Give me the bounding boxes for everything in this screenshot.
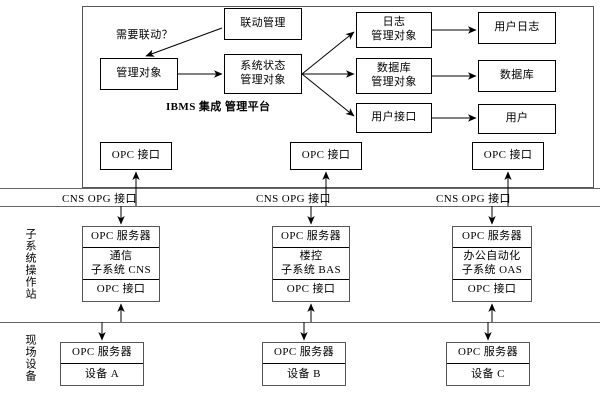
platform-opc-interface-2-label: OPC 接口 <box>301 149 351 162</box>
device-c-name-label: 设备 C <box>471 367 505 380</box>
subsystem-cns-server-label: OPC 服务器 <box>91 230 151 243</box>
bus-label-2: CNS OPG 接口 <box>256 193 331 205</box>
device-a-name-label: 设备 A <box>84 367 120 380</box>
subsystem-oas-interface-label: OPC 接口 <box>467 283 517 296</box>
device-c[interactable]: OPC 服务器 设备 C <box>446 342 530 386</box>
platform-caption-line2: 管理平台 <box>224 101 271 113</box>
bus-line-top <box>0 188 600 189</box>
subsystem-cns[interactable]: OPC 服务器 通信 子系统 CNS OPC 接口 <box>82 226 160 302</box>
box-db-object-line1: 数据库 <box>376 62 412 75</box>
box-linkage-manager[interactable]: 联动管理 <box>224 8 302 40</box>
platform-opc-interface-1[interactable]: OPC 接口 <box>100 142 172 170</box>
device-b-server: OPC 服务器 <box>263 343 345 365</box>
subsystem-bas-name: 楼控 子系统 BAS <box>273 248 349 280</box>
subsystem-oas-name-line1: 办公自动化 <box>463 249 521 262</box>
box-user-interface[interactable]: 用户接口 <box>356 103 432 133</box>
box-user-log-label: 用户日志 <box>494 21 540 34</box>
subsystem-cns-name: 通信 子系统 CNS <box>83 248 159 280</box>
device-c-server-label: OPC 服务器 <box>458 346 518 359</box>
platform-caption-line1: IBMS 集成 <box>166 101 222 113</box>
box-log-object-line1: 日志 <box>382 16 406 29</box>
subsystem-oas-server-label: OPC 服务器 <box>462 230 522 243</box>
box-db-object-line2: 管理对象 <box>371 76 417 88</box>
device-b-server-label: OPC 服务器 <box>274 346 334 359</box>
subsystem-oas-name: 办公自动化 子系统 OAS <box>453 248 531 280</box>
subsystem-bas-name-line1: 楼控 <box>299 249 323 262</box>
device-a-server: OPC 服务器 <box>61 343 143 365</box>
box-managed-object-label: 管理对象 <box>116 67 162 80</box>
platform-opc-interface-3-label: OPC 接口 <box>483 149 533 162</box>
subsystem-cns-interface: OPC 接口 <box>83 280 159 301</box>
tier-label-field-devices: 现场设备 <box>24 334 36 382</box>
subsystem-bas-server: OPC 服务器 <box>273 227 349 249</box>
platform-opc-interface-1-label: OPC 接口 <box>111 149 161 162</box>
bus-line-bottom <box>0 206 600 207</box>
device-b-name: 设备 B <box>263 364 345 385</box>
field-bus-line <box>0 322 600 323</box>
device-b[interactable]: OPC 服务器 设备 B <box>262 342 346 386</box>
subsystem-oas-server: OPC 服务器 <box>453 227 531 249</box>
box-system-state-object-line2: 管理对象 <box>240 74 286 86</box>
subsystem-oas-interface: OPC 接口 <box>453 280 531 301</box>
bus-label-3: CNS OPG 接口 <box>436 193 511 205</box>
subsystem-bas-server-label: OPC 服务器 <box>281 230 341 243</box>
device-a-name: 设备 A <box>61 364 143 385</box>
ibms-platform-frame <box>82 6 594 188</box>
platform-caption: IBMS 集成 管理平台 <box>166 100 270 114</box>
platform-opc-interface-3[interactable]: OPC 接口 <box>472 142 544 170</box>
subsystem-bas[interactable]: OPC 服务器 楼控 子系统 BAS OPC 接口 <box>272 226 350 302</box>
linkage-question-label: 需要联动？ <box>116 29 173 41</box>
subsystem-bas-interface-label: OPC 接口 <box>286 283 336 296</box>
box-user-log[interactable]: 用户日志 <box>478 12 556 44</box>
box-system-state-object[interactable]: 系统状态 管理对象 <box>224 54 302 94</box>
subsystem-cns-server: OPC 服务器 <box>83 227 159 249</box>
subsystem-bas-interface: OPC 接口 <box>273 280 349 301</box>
device-a[interactable]: OPC 服务器 设备 A <box>60 342 144 386</box>
box-user[interactable]: 用户 <box>478 104 556 134</box>
subsystem-oas[interactable]: OPC 服务器 办公自动化 子系统 OAS OPC 接口 <box>452 226 532 302</box>
box-log-object[interactable]: 日志 管理对象 <box>356 12 432 48</box>
box-db-object[interactable]: 数据库 管理对象 <box>356 58 432 94</box>
device-c-name: 设备 C <box>447 364 529 385</box>
box-user-interface-label: 用户接口 <box>371 111 417 124</box>
box-linkage-manager-label: 联动管理 <box>240 17 286 30</box>
subsystem-oas-name-line2: 子系统 OAS <box>461 263 523 276</box>
device-c-server: OPC 服务器 <box>447 343 529 365</box>
bus-label-1: CNS OPG 接口 <box>62 193 137 205</box>
box-system-state-object-line1: 系统状态 <box>240 60 286 73</box>
subsystem-bas-name-line2: 子系统 BAS <box>281 263 341 276</box>
tier-label-subsystem-operator-station: 子系统操作站 <box>24 228 36 300</box>
box-database[interactable]: 数据库 <box>478 60 556 92</box>
subsystem-cns-name-line2: 子系统 CNS <box>91 263 151 276</box>
subsystem-cns-interface-label: OPC 接口 <box>96 283 146 296</box>
box-user-label: 用户 <box>505 112 529 125</box>
box-managed-object[interactable]: 管理对象 <box>100 58 178 90</box>
device-a-server-label: OPC 服务器 <box>72 346 132 359</box>
subsystem-cns-name-line1: 通信 <box>109 249 133 262</box>
platform-opc-interface-2[interactable]: OPC 接口 <box>290 142 362 170</box>
device-b-name-label: 设备 B <box>287 367 321 380</box>
box-log-object-line2: 管理对象 <box>371 30 417 42</box>
box-database-label: 数据库 <box>499 69 535 82</box>
